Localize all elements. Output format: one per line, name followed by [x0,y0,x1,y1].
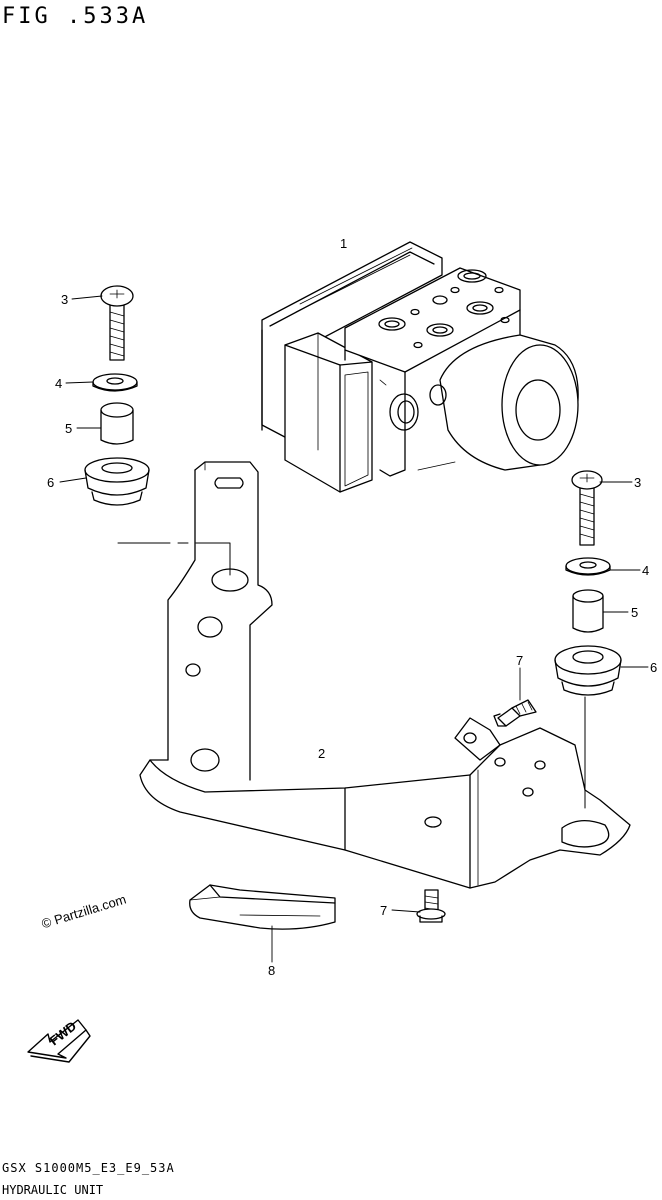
pad[interactable] [189,884,336,930]
callout-5-right: 5 [631,605,638,620]
washer-right[interactable] [565,557,611,576]
footer-code: GSX S1000M5_E3_E9_53A [2,1161,175,1175]
bolt-small-lower[interactable] [416,889,446,923]
callout-2: 2 [318,746,325,761]
bolt-small-upper[interactable] [493,699,537,727]
washer-left[interactable] [92,373,138,392]
callout-3-left: 3 [61,292,68,307]
callout-5-left: 5 [65,421,72,436]
fwd-arrow-icon: FWD [27,1018,91,1063]
callout-3-right: 3 [634,475,641,490]
callout-8: 8 [268,963,275,978]
callout-7-lower: 7 [380,903,387,918]
callout-leaders [59,295,649,963]
leader-lines [117,542,586,809]
callout-6-left: 6 [47,475,54,490]
cushion-right[interactable] [554,645,622,696]
figure-title: FIG .533A [2,4,149,29]
callout-4-left: 4 [55,376,62,391]
callout-numbers: 1 2 3 4 5 6 3 4 5 6 7 7 8 [47,236,657,978]
bolt-left[interactable] [100,285,134,361]
callout-1: 1 [340,236,347,251]
bolt-right[interactable] [571,470,603,546]
bracket[interactable] [139,461,631,889]
callout-4-right: 4 [642,563,649,578]
hydraulic-unit[interactable] [261,241,579,493]
cushion-left[interactable] [84,457,150,506]
callout-6-right: 6 [650,660,657,675]
footer-part-name: HYDRAULIC UNIT [2,1183,104,1197]
spacer-right[interactable] [572,589,604,633]
callout-7-upper: 7 [516,653,523,668]
spacer-left[interactable] [100,402,134,445]
